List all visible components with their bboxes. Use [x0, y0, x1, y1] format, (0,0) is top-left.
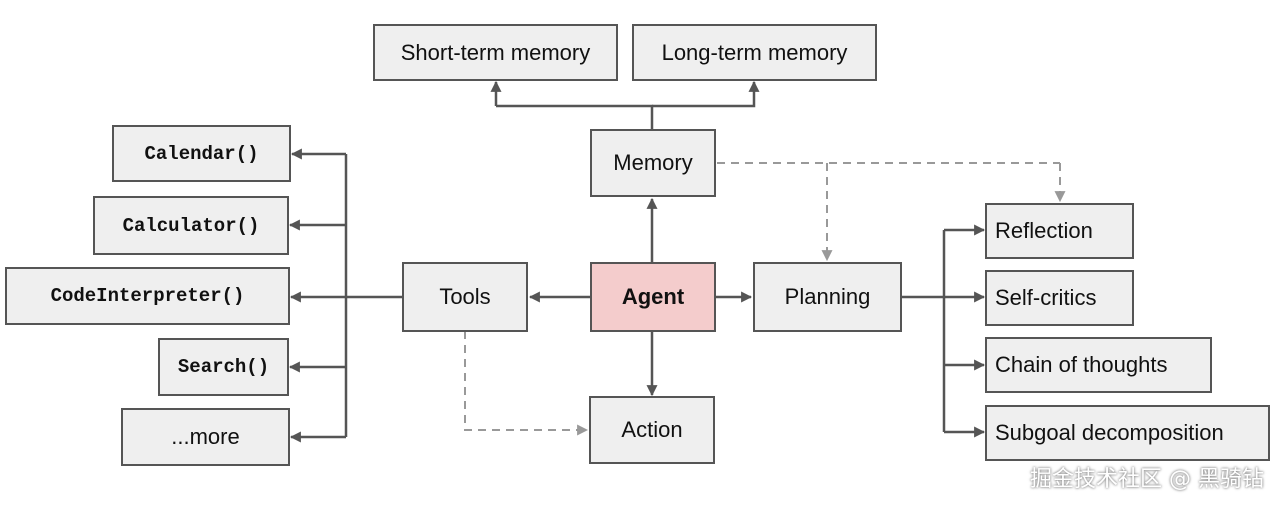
- edge-tools-action-dashed: [464, 331, 589, 436]
- planning-node: Planning: [753, 262, 902, 332]
- edge-tools-trunk: [344, 154, 402, 437]
- short-term-memory-node: Short-term memory: [373, 24, 618, 81]
- calendar-tool-node: Calendar(): [112, 125, 291, 182]
- self-critics-node: Self-critics: [985, 270, 1134, 326]
- edge-memory-trunk: [496, 104, 654, 129]
- watermark: 掘金技术社区 @ 黑骑钻: [1030, 467, 1264, 492]
- subgoal-decomposition-node: Subgoal decomposition: [985, 405, 1270, 461]
- calculator-tool-node: Calculator(): [93, 196, 289, 255]
- tools-node: Tools: [402, 262, 528, 332]
- long-term-memory-node: Long-term memory: [632, 24, 877, 81]
- agent-node: Agent: [590, 262, 716, 332]
- edge-memory-planning-dashed: [717, 162, 1060, 260]
- more-tools-node: ...more: [121, 408, 290, 466]
- memory-node: Memory: [590, 129, 716, 197]
- search-tool-node: Search(): [158, 338, 289, 396]
- edge-memory-long-term: [652, 80, 760, 108]
- chain-of-thoughts-node: Chain of thoughts: [985, 337, 1212, 393]
- code-interpreter-tool-node: CodeInterpreter(): [5, 267, 290, 325]
- reflection-node: Reflection: [985, 203, 1134, 259]
- action-node: Action: [589, 396, 715, 464]
- edge-planning-trunk: [902, 230, 946, 432]
